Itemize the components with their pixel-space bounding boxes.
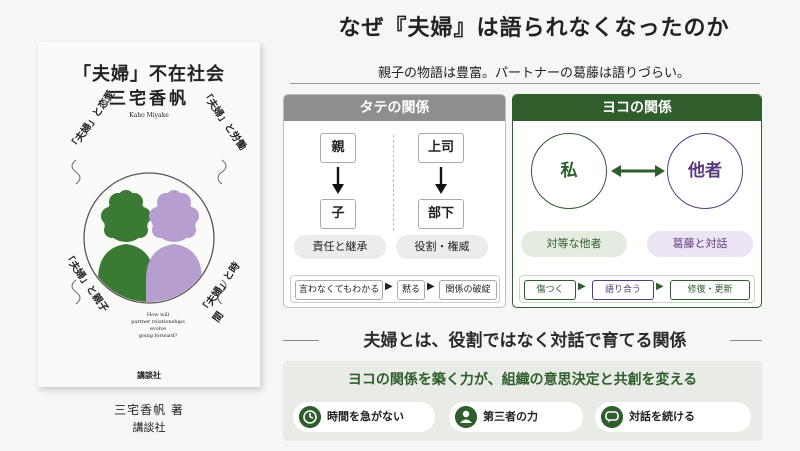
boss-box: 上司	[418, 133, 464, 163]
arrow-right-icon: ▶	[578, 281, 586, 292]
bottom-title: ヨコの関係を築く力が、組織の意思決定と共創を変える	[347, 372, 698, 388]
book-title: 「夫婦」不在社会	[73, 64, 225, 85]
horizontal-chain: 傷つく ▶ 語り合う ▶ 修復・更新	[519, 275, 755, 303]
double-arrow-icon	[611, 165, 665, 177]
self-circle: 私	[531, 133, 607, 209]
clock-icon	[299, 406, 321, 428]
main-title: なぜ『夫婦』は語られなくなったのか	[338, 16, 730, 41]
tag-equal-other: 対等な他者	[521, 231, 627, 257]
book-publisher-logo: 講談社	[137, 371, 161, 380]
section-title: 夫婦とは、役割ではなく対話で育てる関係	[363, 331, 687, 351]
person-icon	[455, 406, 477, 428]
feature-label: 時間を急がない	[327, 410, 404, 423]
subtitle-divider	[290, 83, 760, 84]
chain-step-silence: 黙る	[397, 280, 425, 300]
vertical-panel-heading: タテの関係	[284, 95, 505, 121]
horizontal-panel-heading: ヨコの関係	[513, 95, 761, 121]
author-caption: 三宅香帆 著	[114, 403, 184, 417]
parent-box: 親	[320, 133, 356, 163]
vertical-dashed-divider	[393, 135, 394, 231]
feature-pill: 時間を急がない	[293, 402, 435, 432]
subordinate-box: 部下	[418, 199, 464, 229]
book-author-romaji: Kaho Miyake	[129, 112, 169, 119]
down-arrow-icon	[435, 167, 447, 194]
speech-bubble-icon	[601, 406, 623, 428]
book-author: 三宅香帆	[109, 89, 189, 109]
feature-pill: 第三者の力	[449, 402, 583, 432]
subtitle: 親子の物語は豊富。パートナーの葛藤は語りづらい。	[377, 66, 690, 81]
down-arrow-icon	[332, 167, 344, 194]
feature-label: 対話を続ける	[629, 410, 695, 423]
other-circle: 他者	[667, 133, 743, 209]
publisher-caption: 講談社	[132, 421, 166, 434]
bottom-summary-box: ヨコの関係を築く力が、組織の意思決定と共創を変える 時間を急がない 第三者の力 …	[283, 361, 762, 441]
feature-pill: 対話を続ける	[595, 402, 751, 432]
tag-responsibility: 責任と継承	[294, 235, 386, 259]
book-cover: 「夫婦」不在社会 三宅香帆 Kaho Miyake	[38, 42, 260, 387]
book-illustration	[71, 159, 227, 305]
vertical-chain: 言わなくてもわかる ▶ 黙る ▶ 関係の破綻	[290, 275, 500, 303]
arrow-right-icon: ▶	[427, 281, 435, 292]
chain-step-breakdown: 関係の破綻	[439, 280, 497, 300]
tag-conflict-dialogue: 葛藤と対話	[647, 231, 753, 257]
child-box: 子	[320, 199, 356, 229]
arrow-right-icon: ▶	[385, 281, 393, 292]
tag-roles-authority: 役割・権威	[396, 235, 488, 259]
chain-step-hurt: 傷つく	[524, 280, 576, 300]
section-rule-right	[730, 340, 762, 341]
chain-step-talk: 語り合う	[592, 280, 654, 300]
book-english-question: How will partner relationships evolve go…	[131, 312, 185, 339]
chain-step-understand: 言わなくてもわかる	[295, 280, 383, 300]
chain-step-repair: 修復・更新	[670, 280, 750, 300]
arrow-right-icon: ▶	[656, 281, 664, 292]
vertical-relationship-panel: タテの関係 親 子 上司 部下 責任と継承 役割・権威 言わなくてもわかる ▶ …	[283, 94, 506, 308]
horizontal-relationship-panel: ヨコの関係 私 他者 対等な他者 葛藤と対話 傷つく ▶ 語り合う ▶ 修復・更…	[512, 94, 762, 308]
feature-label: 第三者の力	[483, 410, 538, 423]
section-rule-left	[283, 340, 319, 341]
